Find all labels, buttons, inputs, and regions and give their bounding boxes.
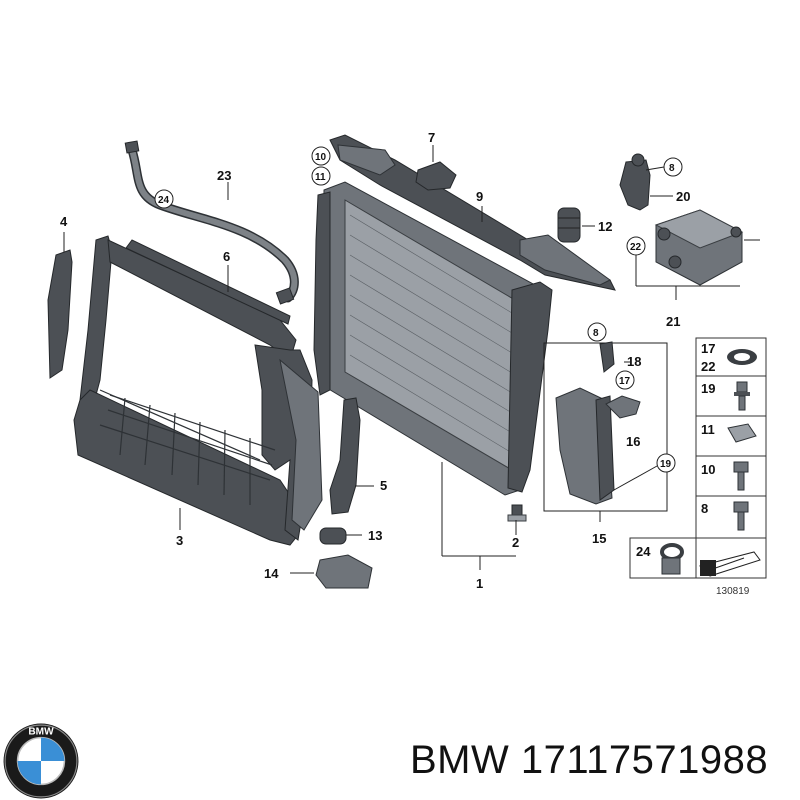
callout-13: 13 xyxy=(368,528,382,543)
diagram-ref-number: 130819 xyxy=(716,586,750,597)
callout-24-circle: 24 xyxy=(158,195,170,206)
part-9-top-rail: 9 10 11 xyxy=(311,134,616,291)
callout-10-circle: 10 xyxy=(315,152,327,163)
callout-8-circle-top: 8 xyxy=(669,163,675,174)
callout-6: 6 xyxy=(223,249,230,264)
part-4-side-bracket: 4 xyxy=(47,214,73,379)
part-14-bracket: 14 xyxy=(264,554,373,589)
callout-9: 9 xyxy=(476,189,483,204)
callout-14: 14 xyxy=(264,566,279,581)
callout-20: 20 xyxy=(676,189,690,204)
svg-text:BMW: BMW xyxy=(28,726,54,737)
arrow-icon xyxy=(699,551,761,577)
part-23-hose: 23 24 xyxy=(124,140,299,305)
callout-11-circle: 11 xyxy=(315,172,326,183)
callout-19-circle: 19 xyxy=(660,459,672,470)
callout-1: 1 xyxy=(476,576,483,591)
part-2-bolt: 2 xyxy=(507,504,527,550)
part-1-radiator: 1 xyxy=(313,181,553,591)
callout-15: 15 xyxy=(592,531,606,546)
callout-2: 2 xyxy=(512,535,519,550)
callout-18: 18 xyxy=(627,354,641,369)
part-3-frame: 3 xyxy=(73,235,323,548)
callout-16: 16 xyxy=(626,434,640,449)
legend-22: 22 xyxy=(701,359,715,374)
small-parts-legend: 17 22 19 11 10 8 24 130819 xyxy=(629,337,767,597)
part-6-seal-strip: 6 xyxy=(125,239,291,325)
legend-10: 10 xyxy=(701,462,715,477)
callout-5: 5 xyxy=(380,478,387,493)
part-5-deflector: 5 xyxy=(329,397,387,515)
callout-23: 23 xyxy=(217,168,231,183)
legend-17: 17 xyxy=(701,341,715,356)
part-12-bushing: 12 xyxy=(557,207,612,243)
brand-name: BMW xyxy=(410,738,510,782)
callout-7: 7 xyxy=(428,130,435,145)
legend-24: 24 xyxy=(636,544,651,559)
callout-21: 21 xyxy=(666,314,680,329)
callout-3: 3 xyxy=(176,533,183,548)
part-15-expansion-tank: 8 18 17 16 19 15 xyxy=(543,322,676,546)
part-20-valve: 20 8 xyxy=(619,153,690,211)
part-7-clip: 7 xyxy=(415,130,457,191)
bmw-logo: BMW xyxy=(3,723,79,799)
part-21-oil-cooler: 21 22 xyxy=(626,209,760,329)
legend-19: 19 xyxy=(701,381,715,396)
callout-8-circle-mid: 8 xyxy=(593,328,599,339)
legend-11: 11 xyxy=(701,422,715,437)
legend-8: 8 xyxy=(701,501,708,516)
part-number: 17117571988 xyxy=(520,738,769,782)
brand-part-label: BMW 17117571988 xyxy=(410,738,768,783)
callout-12: 12 xyxy=(598,219,612,234)
part-13-buffer: 13 xyxy=(319,527,382,545)
callout-17-circle: 17 xyxy=(619,376,631,387)
callout-22-circle: 22 xyxy=(630,242,642,253)
callout-4: 4 xyxy=(60,214,68,229)
